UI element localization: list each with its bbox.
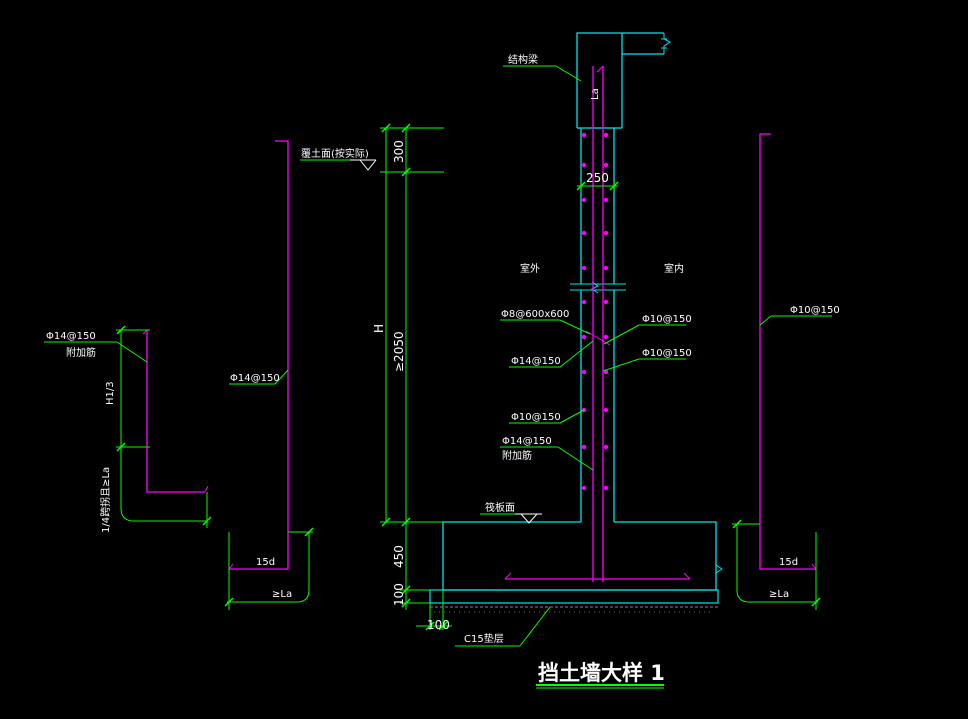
wall-section <box>429 32 723 613</box>
rebar-dot <box>603 334 609 340</box>
rebar-dot <box>603 265 609 271</box>
additional-rebar-label: Φ14@150 <box>502 436 552 447</box>
right-hook-15d: 15d <box>779 557 798 568</box>
floor-slab-surface-label: 筏板面 <box>485 501 515 514</box>
left-la-label: ≥La <box>272 589 292 600</box>
inner-horizontal-label: Φ10@150 <box>642 314 692 325</box>
labels: 结构梁 覆土面(按实际) 筏板面 室外 室内 Φ8@600x600 Φ10@15… <box>301 53 692 645</box>
outer-horizontal-label: Φ10@150 <box>511 412 561 423</box>
leader-lines <box>300 65 686 647</box>
outdoor-label: 室外 <box>520 262 540 275</box>
rebar-dot <box>581 334 587 340</box>
title-text: 挡土墙大样 1 <box>538 661 665 685</box>
left-hook-15d: 15d <box>256 557 275 568</box>
left-main-rebar-label: Φ14@150 <box>230 373 280 384</box>
outer-vertical-label: Φ14@150 <box>511 356 561 367</box>
dim-250: 250 <box>586 171 609 185</box>
tie-bar-label: Φ8@600x600 <box>501 309 569 320</box>
left-main-bar-detail: Φ14@150 15d ≥La <box>224 140 314 610</box>
right-main-rebar-label: Φ10@150 <box>790 305 840 316</box>
rebar-dot <box>603 230 609 236</box>
right-la-label: ≥La <box>769 589 789 600</box>
dimension-lines <box>380 123 619 631</box>
backfill-surface-label: 覆土面(按实际) <box>301 147 369 160</box>
dim-100-vertical: 100 <box>392 583 406 606</box>
rebar-dot <box>581 299 587 305</box>
left-detail-rebar-label: Φ14@150 <box>46 331 96 342</box>
rebar-dot <box>581 197 587 203</box>
indoor-label: 室内 <box>664 262 684 275</box>
rebar-dot <box>603 407 609 413</box>
dim-100-horizontal: 100 <box>427 618 450 632</box>
dim-h: H <box>372 324 386 333</box>
rebar-dot <box>581 132 587 138</box>
rebar-dot <box>603 132 609 138</box>
left-l-bar-detail: Φ14@150 附加筋 H1/3 1/4跨拐且≥La <box>44 325 212 533</box>
rebar-dot <box>581 369 587 375</box>
rebar-dot <box>603 444 609 450</box>
h1-third-label: H1/3 <box>105 381 116 405</box>
structural-beam-label: 结构梁 <box>508 53 538 66</box>
dim-450: 450 <box>392 545 406 568</box>
rebar-dot <box>603 485 609 491</box>
rebar-dot <box>581 230 587 236</box>
rebar-dot <box>603 369 609 375</box>
rebar-dot <box>603 299 609 305</box>
rebar-dot <box>603 162 609 168</box>
rebar-dot <box>581 444 587 450</box>
quarter-span-note: 1/4跨拐且≥La <box>99 467 112 533</box>
rebar-dots <box>581 132 609 491</box>
dim-2050: ≥2050 <box>392 331 406 372</box>
additional-bar-label: 附加筋 <box>502 449 532 462</box>
drawing-title: 挡土墙大样 1 <box>536 661 665 689</box>
rebar-dot <box>581 265 587 271</box>
left-detail-additional-label: 附加筋 <box>66 346 96 359</box>
inner-vertical-label: Φ10@150 <box>642 348 692 359</box>
right-main-bar-detail: Φ10@150 15d ≥La <box>732 133 840 610</box>
rebar-dot <box>603 197 609 203</box>
la-label: La <box>590 88 601 100</box>
dim-300: 300 <box>392 140 406 163</box>
c15-cushion-label: C15垫层 <box>464 632 504 645</box>
rebar-dot <box>581 485 587 491</box>
rebar-dot <box>581 162 587 168</box>
dimension-texts: 300 ≥2050 H 450 100 100 250 La <box>372 88 609 632</box>
